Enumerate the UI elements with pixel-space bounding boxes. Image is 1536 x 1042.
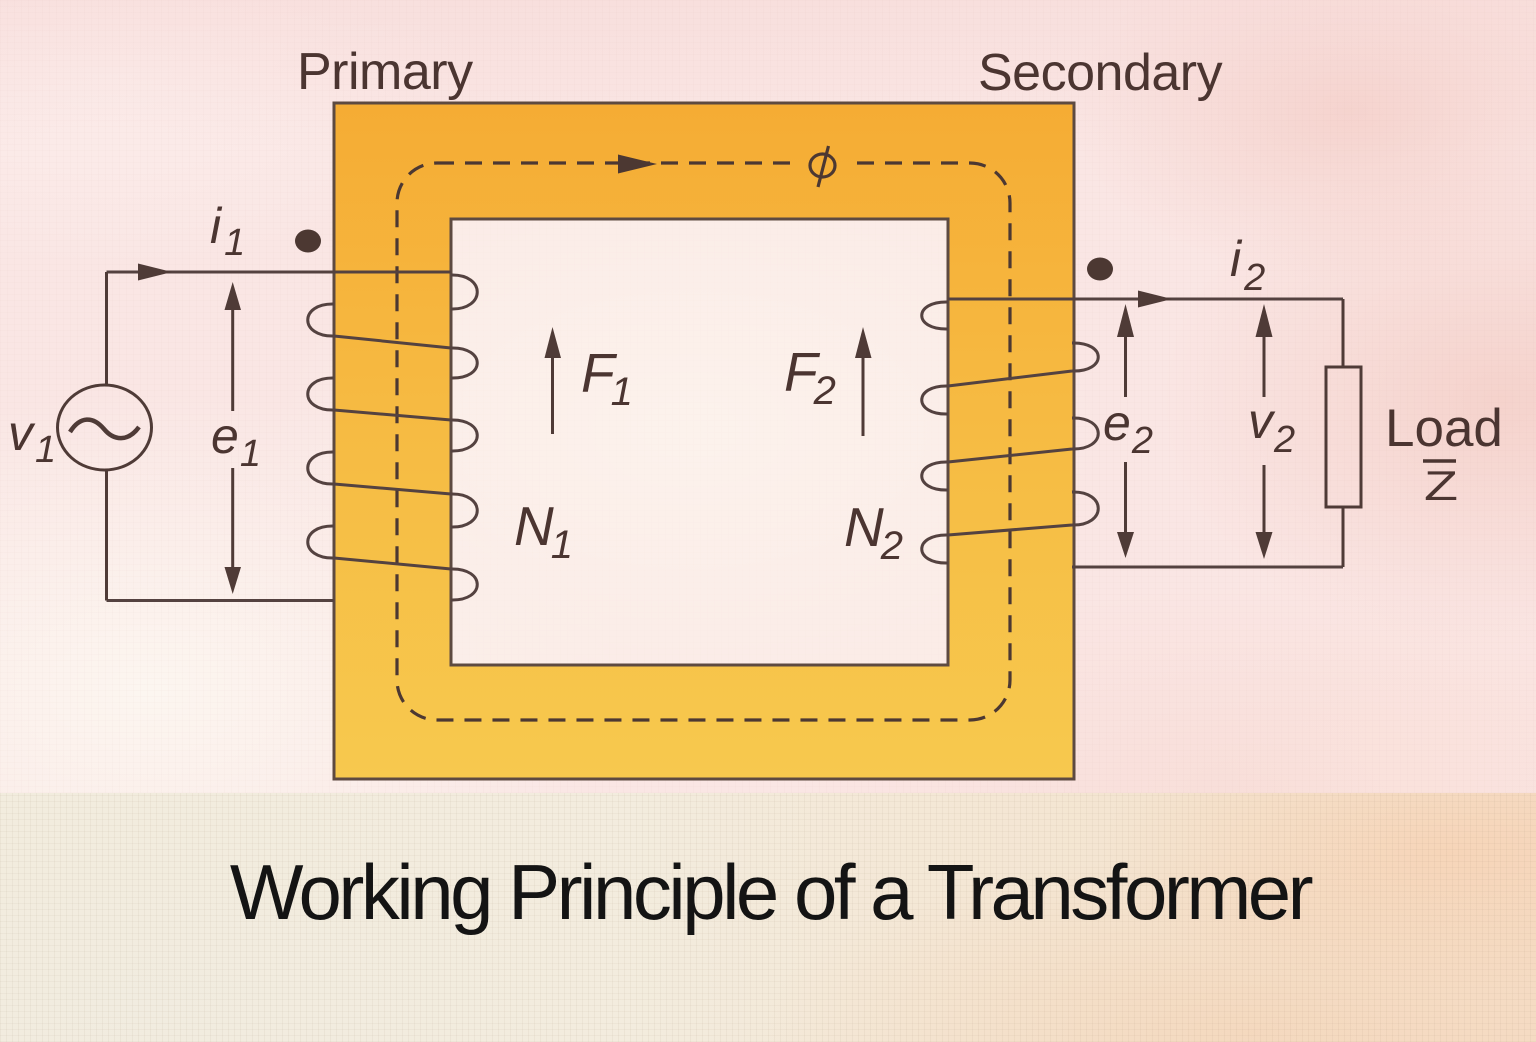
svg-text:Working Principle of a Transfo: Working Principle of a Transformer: [230, 848, 1313, 936]
svg-text:Load: Load: [1385, 399, 1503, 458]
svg-text:e2: e2: [1103, 395, 1153, 462]
svg-text:N2: N2: [844, 496, 903, 568]
svg-text:Secondary: Secondary: [978, 44, 1223, 102]
svg-text:v1: v1: [8, 405, 56, 471]
svg-text:i2: i2: [1230, 231, 1265, 299]
svg-text:e1: e1: [211, 408, 261, 475]
svg-text:i1: i1: [210, 198, 245, 264]
svg-text:Z: Z: [1424, 462, 1458, 509]
svg-text:v2: v2: [1248, 393, 1295, 461]
svg-text:Primary: Primary: [297, 43, 473, 101]
